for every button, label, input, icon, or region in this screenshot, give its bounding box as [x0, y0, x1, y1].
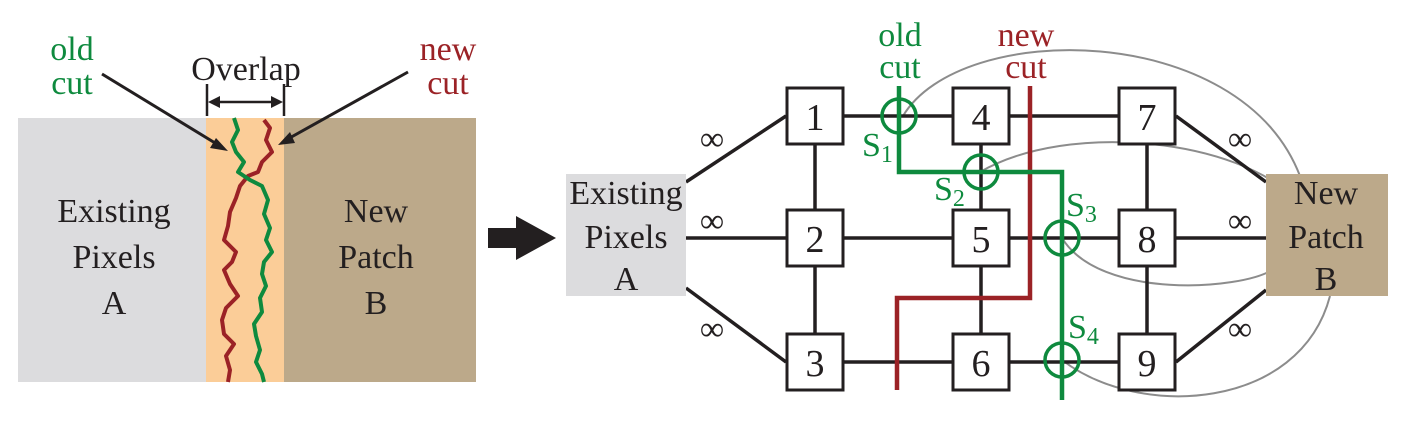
- new-cut-pointer: [285, 70, 409, 142]
- old-cut-label-graph-2: cut: [879, 49, 921, 86]
- pixel-node-1: 1: [785, 86, 845, 146]
- old-cut-pointer: [101, 72, 221, 148]
- edge-9-b: [1174, 288, 1268, 364]
- seam-circle-s1: [880, 97, 918, 135]
- infinity-label-a2: ∞: [700, 203, 724, 240]
- infinity-label-b3: ∞: [1228, 311, 1252, 348]
- old-cut-line-left: [230, 117, 274, 383]
- new-cut-label-left-2: cut: [427, 65, 469, 102]
- old-cut-pointer-head: [210, 138, 228, 151]
- edge-7-b: [1174, 114, 1268, 184]
- node-label: 6: [972, 343, 991, 385]
- edge-a-3: [684, 286, 788, 364]
- node-label: 4: [972, 97, 991, 139]
- existing-label-graph-2: Pixels: [584, 219, 667, 256]
- new-patch-region: [284, 118, 476, 382]
- node-label: 1: [806, 97, 825, 139]
- pixel-node-5: 5: [951, 208, 1011, 268]
- overlap-arrow-left: [208, 96, 220, 108]
- pixel-node-8: 8: [1117, 208, 1177, 268]
- infinity-label-b2: ∞: [1228, 203, 1252, 240]
- node-label: 8: [1138, 219, 1157, 261]
- old-cut-label-left-2: cut: [51, 65, 93, 102]
- seam-label-s3: S3: [1066, 187, 1097, 228]
- node-label: 5: [972, 219, 991, 261]
- patch-label-graph-3: B: [1315, 261, 1338, 298]
- arc-s3-patch: [1061, 237, 1273, 287]
- infinity-label-b1: ∞: [1228, 121, 1252, 158]
- new-cut-pointer-head: [278, 132, 295, 145]
- old-cut-label-left-1: old: [50, 31, 93, 68]
- graph: Existing Pixels A New Patch B 1 2 3 4 5: [566, 17, 1388, 400]
- arc-s1-patch: [902, 49, 1301, 177]
- patch-label-left-2: Patch: [338, 239, 414, 276]
- seam-label-s4: S4: [1068, 309, 1099, 350]
- edge-a-1: [685, 114, 787, 184]
- seam-label-s1: S1: [862, 127, 893, 168]
- existing-label-graph-3: A: [614, 261, 639, 298]
- existing-label-left-1: Existing: [57, 193, 170, 230]
- existing-label-graph-1: Existing: [569, 175, 682, 212]
- pixel-node-4: 4: [951, 86, 1011, 146]
- overlap-region: [206, 118, 286, 382]
- pixel-node-3: 3: [785, 332, 845, 392]
- node-label: 3: [806, 343, 825, 385]
- existing-pixels-region: [18, 118, 208, 382]
- existing-pixels-node: [566, 174, 686, 296]
- node-label: 2: [806, 219, 825, 261]
- seam-circle-s2: [962, 153, 1000, 191]
- patch-label-graph-2: Patch: [1288, 219, 1364, 256]
- infinity-label-a3: ∞: [700, 311, 724, 348]
- seam-circle-s3: [1043, 219, 1081, 257]
- new-cut-label-left-1: new: [420, 31, 477, 68]
- pixel-node-9: 9: [1117, 332, 1177, 392]
- new-cut-line-graph: [894, 86, 1033, 390]
- patch-label-graph-1: New: [1294, 175, 1359, 212]
- existing-label-left-2: Pixels: [72, 239, 155, 276]
- node-label: 7: [1138, 97, 1157, 139]
- node-label: 9: [1138, 343, 1157, 385]
- arc-s4-patch: [1061, 295, 1331, 398]
- seam-circle-s4: [1043, 341, 1081, 379]
- old-cut-label-graph-1: old: [878, 17, 921, 54]
- old-cut-line-graph: [896, 86, 1065, 400]
- new-cut-label-graph-1: new: [998, 17, 1055, 54]
- new-cut-label-graph-2: cut: [1005, 49, 1047, 86]
- left-panel: Overlap old cut new cut Existing Pixels …: [18, 31, 477, 383]
- new-cut-line-left: [220, 118, 274, 383]
- right-arrow-icon: [488, 216, 556, 260]
- pixel-node-7: 7: [1117, 86, 1177, 146]
- pixel-node-6: 6: [951, 332, 1011, 392]
- patch-label-left-1: New: [344, 193, 409, 230]
- existing-label-left-3: A: [102, 285, 127, 322]
- seam-label-s2: S2: [934, 171, 965, 212]
- new-patch-node: [1266, 174, 1388, 296]
- pixel-node-2: 2: [785, 208, 845, 268]
- overlap-label: Overlap: [191, 51, 301, 88]
- overlap-arrow-right: [271, 96, 283, 108]
- infinity-label-a1: ∞: [700, 121, 724, 158]
- patch-label-left-3: B: [365, 285, 388, 322]
